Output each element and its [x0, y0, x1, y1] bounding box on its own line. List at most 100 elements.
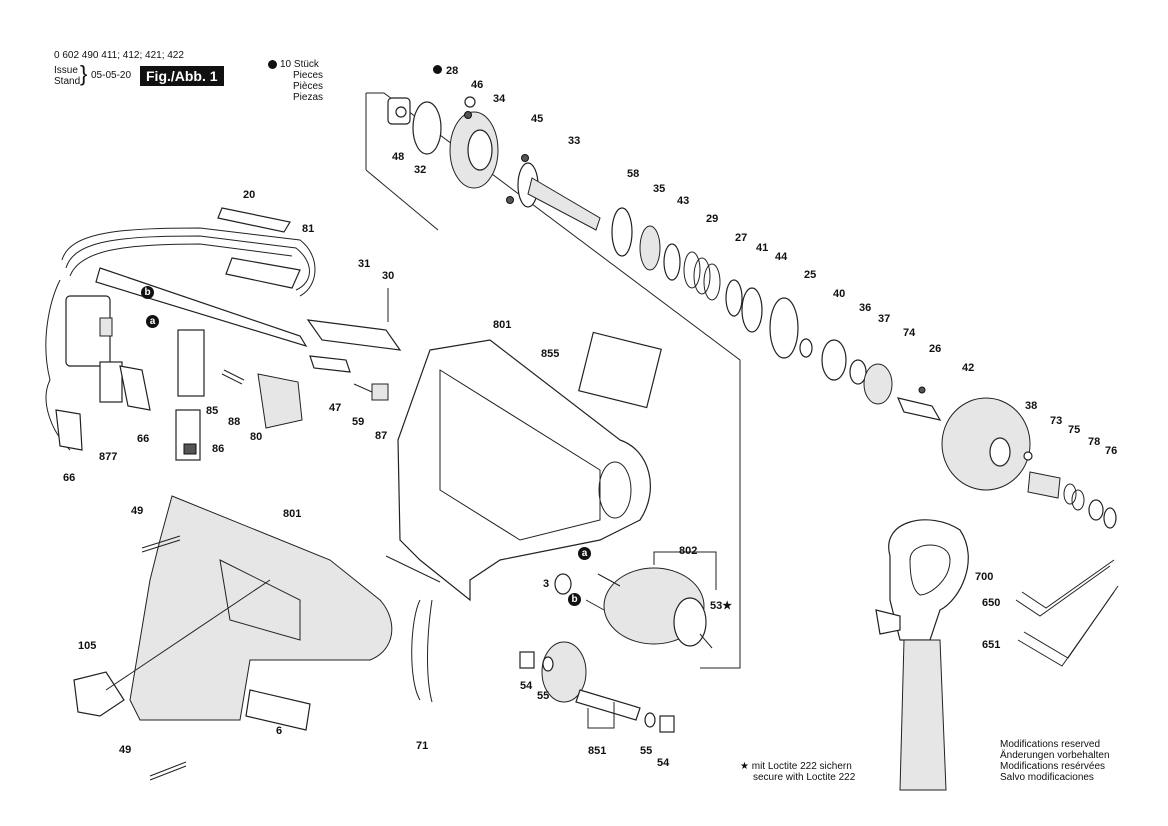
nameplate-6	[245, 689, 311, 731]
part-label: 54	[657, 757, 670, 769]
contact-86-block	[183, 443, 197, 455]
part-label: 49	[131, 505, 144, 517]
part-label: 78	[1088, 436, 1101, 448]
connector-b-marker: b	[141, 286, 154, 299]
part-label: 85	[206, 405, 219, 417]
quantity-dot-icon	[268, 60, 277, 69]
ball-45	[521, 154, 529, 162]
housing-801-lead	[385, 555, 441, 583]
spindle-33	[517, 162, 601, 231]
washer-55b	[644, 712, 656, 728]
board-31	[306, 319, 402, 351]
motor-802-bracket	[653, 551, 717, 590]
loctite-note-en: secure with Loctite 222	[753, 772, 856, 783]
part-label: 27	[735, 232, 748, 244]
spindle-74	[896, 386, 942, 421]
washer-3	[554, 573, 572, 595]
part-label: 53★	[710, 600, 733, 612]
label-20	[217, 207, 291, 233]
quantity-pieces-es: Piezas	[293, 92, 324, 103]
part-label: 81	[302, 223, 315, 235]
part-label: 80	[250, 431, 263, 443]
issue-date: 05-05-20	[91, 70, 132, 81]
part-label: 59	[352, 416, 365, 428]
quantity-count: 10 Stück	[280, 59, 319, 70]
motor-802	[603, 567, 713, 649]
part-label: 37	[878, 313, 891, 325]
part-label: 32	[414, 164, 427, 176]
part-label: 651	[982, 639, 1001, 651]
washer-55a	[542, 656, 554, 672]
part-label: 38	[1025, 400, 1038, 412]
cover-47	[309, 355, 351, 373]
gear-851	[541, 641, 641, 721]
circlip-40	[821, 339, 847, 381]
part-label: 3	[543, 578, 550, 590]
disc-44	[769, 297, 799, 359]
brace-glyph: }	[80, 61, 88, 86]
bearing-35	[639, 225, 661, 271]
modifications-notice: Modifications reserved Änderungen vorbeh…	[1000, 739, 1110, 783]
part-label: 55	[537, 690, 550, 702]
bush-54a	[519, 651, 535, 669]
ring-43	[663, 243, 681, 281]
spring-66	[119, 365, 151, 411]
trigger-80	[257, 373, 303, 429]
ring-36	[849, 359, 867, 385]
washer-58	[611, 207, 633, 257]
part-label: 801	[283, 508, 302, 520]
part-label: 105	[78, 640, 97, 652]
hex-key-650	[1015, 559, 1115, 617]
part-label: 26	[929, 343, 942, 355]
part-label: 55	[640, 745, 653, 757]
spring-75	[1063, 483, 1085, 511]
wire-harness	[45, 227, 316, 451]
part-label: 76	[1105, 445, 1118, 457]
issue-label: Issue	[54, 65, 78, 76]
part-label: 73	[1050, 415, 1063, 427]
quantity-pieces-en: Pieces	[293, 70, 324, 81]
ball-28	[464, 111, 472, 119]
spring-66b	[55, 409, 83, 451]
part-label: 74	[903, 327, 916, 339]
part-label: 35	[653, 183, 666, 195]
washer-41	[741, 287, 763, 333]
part-label: 66	[63, 472, 76, 484]
quantity-note: 10 Stück Pieces Pièces Piezas	[280, 59, 323, 103]
hex-key-651	[1017, 585, 1119, 667]
housing-half-801-left	[129, 495, 393, 721]
stand-label: Stand	[54, 76, 81, 87]
part-label: 6	[276, 725, 283, 737]
part-label: 43	[677, 195, 690, 207]
part-label: 28	[446, 65, 459, 77]
modifications-de: Änderungen vorbehalten	[1000, 750, 1110, 761]
part-28-marker-icon	[433, 65, 442, 74]
part-label: 650	[982, 597, 1001, 609]
holder-81	[225, 257, 301, 289]
modifications-en: Modifications reserved	[1000, 739, 1101, 750]
label-855	[578, 331, 662, 409]
screw-49-top	[141, 535, 181, 553]
drive-group-frame	[366, 92, 741, 669]
switch-cap-48	[387, 97, 411, 125]
loctite-note-de: ★ mit Loctite 222 sichern	[740, 761, 852, 772]
connector-a-marker: a	[146, 315, 159, 328]
part-label: 45	[531, 113, 544, 125]
contact-85	[177, 329, 205, 397]
ring-25	[799, 338, 813, 358]
part-label: 29	[706, 213, 719, 225]
drive-group-frame-base	[365, 169, 439, 231]
bush-54b	[659, 715, 675, 733]
part-label: 86	[212, 443, 225, 455]
part-label: 41	[756, 242, 769, 254]
ring-78	[1088, 499, 1104, 521]
connector-b-marker: b	[568, 593, 581, 606]
part-label: 87	[375, 430, 388, 442]
spring-88	[221, 369, 245, 385]
part-label: 66	[137, 433, 150, 445]
wire-a	[597, 573, 621, 587]
screw-38	[1023, 451, 1033, 461]
modifications-es: Salvo modificaciones	[1000, 772, 1094, 783]
ball-45b	[506, 196, 514, 204]
